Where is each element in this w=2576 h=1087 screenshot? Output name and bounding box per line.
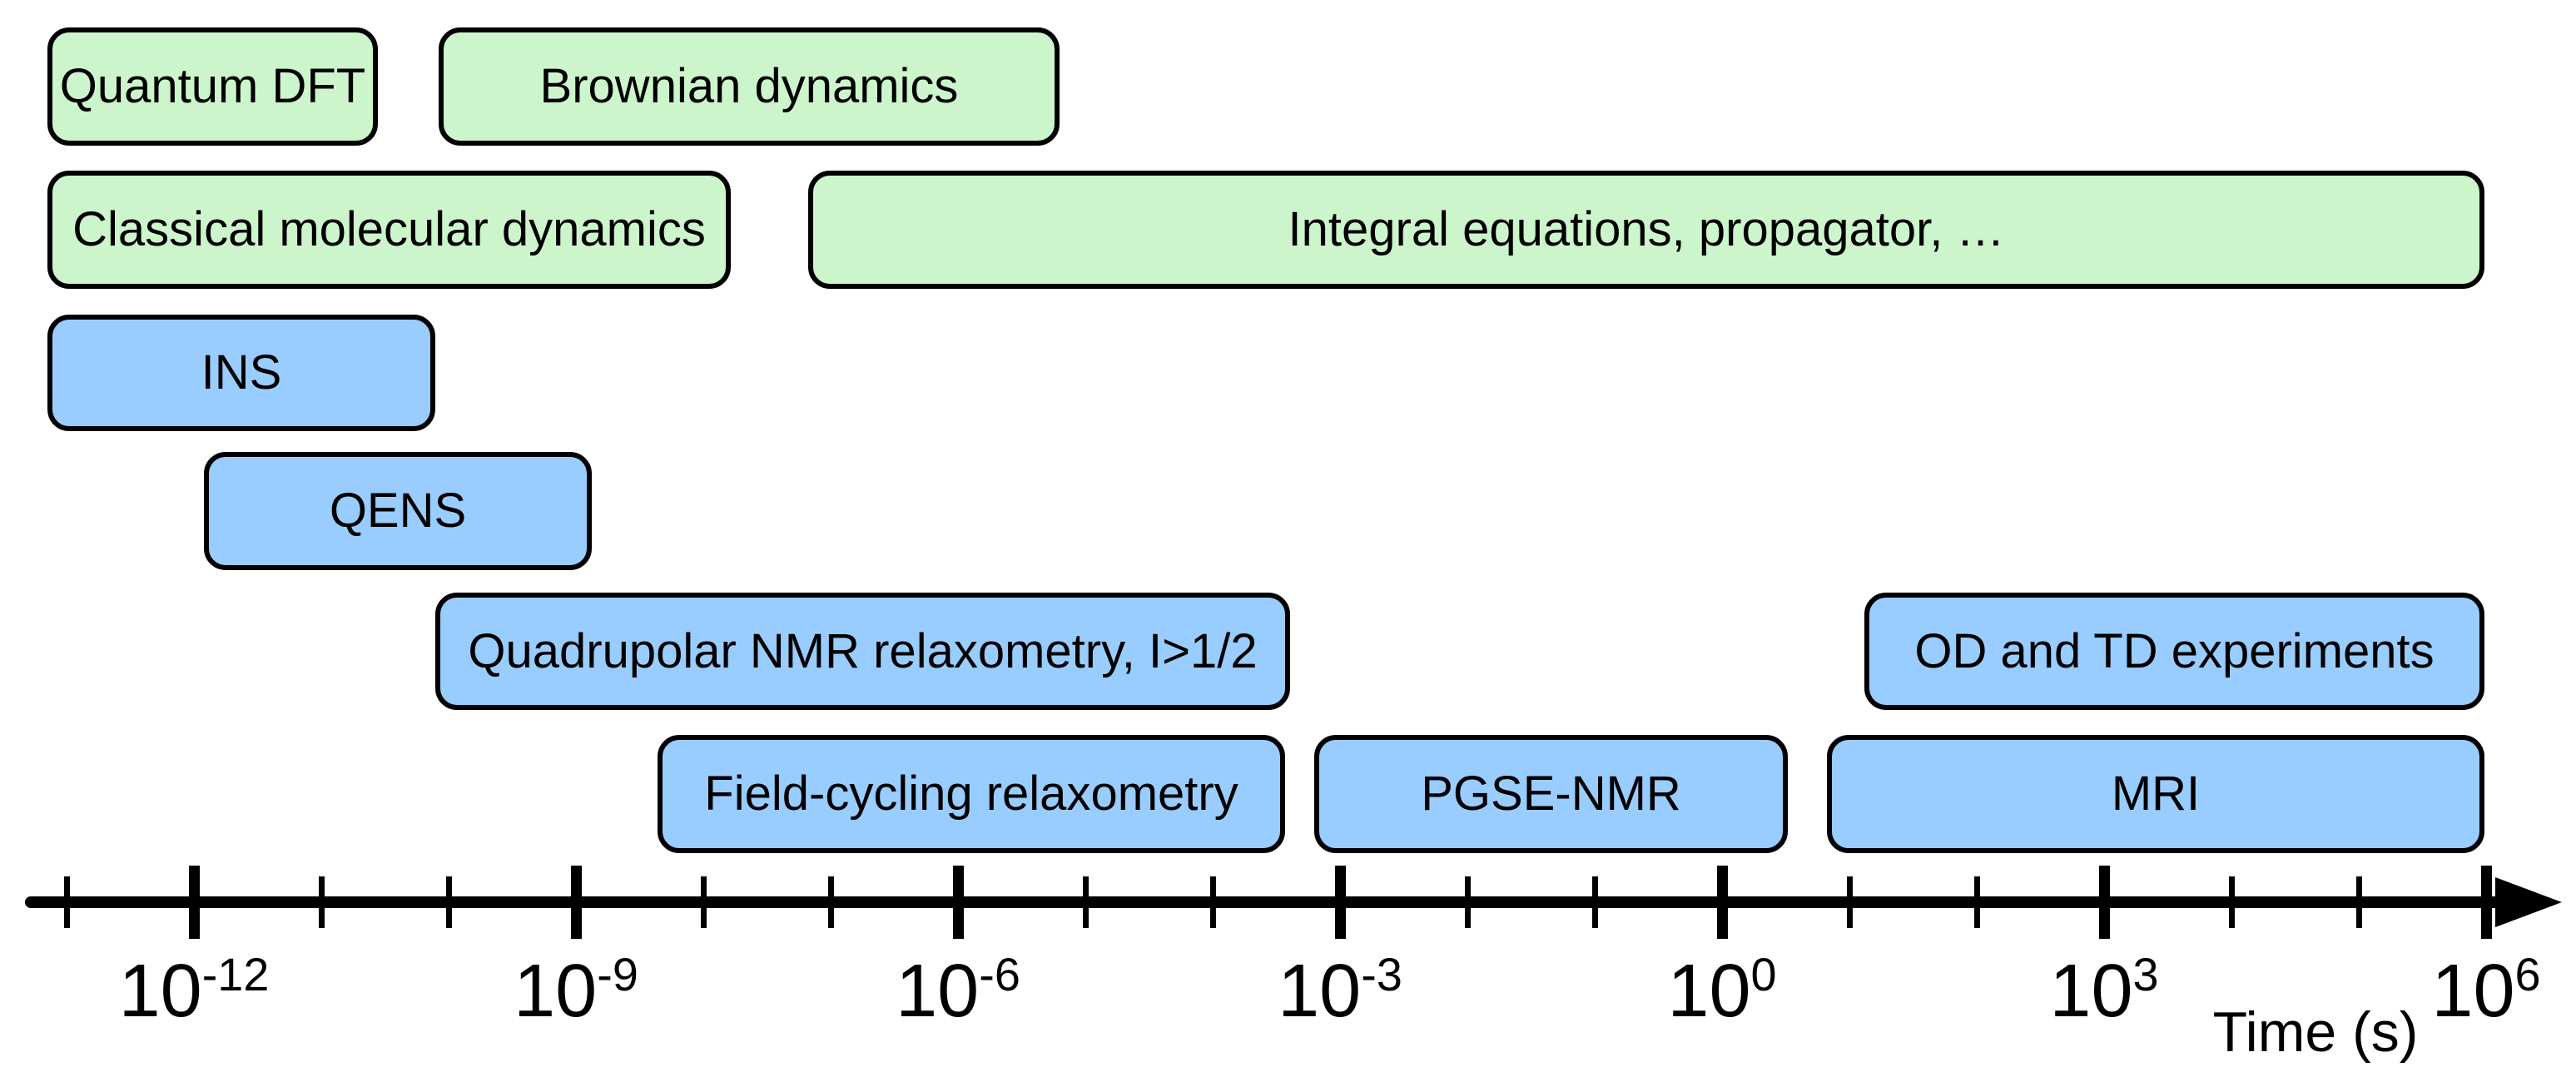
axis-major-tick [570,866,582,939]
axis-major-tick [2098,866,2110,939]
axis-tick-label: 106 [2431,948,2541,1033]
axis-major-tick [1334,866,1346,939]
axis-major-tick [1716,866,1728,939]
box-label: Classical molecular dynamics [72,202,706,256]
axis-major-tick [952,866,964,939]
box-label: Integral equations, propagator, … [1288,202,2005,256]
box-label: INS [201,345,282,400]
box-classical-md: Classical molecular dynamics [47,171,731,289]
axis-minor-tick [1464,876,1471,928]
axis-tick-label: 103 [2049,948,2159,1033]
box-quantum-dft: Quantum DFT [47,27,378,146]
axis-minor-tick [1082,876,1089,928]
box-pgse-nmr: PGSE-NMR [1314,735,1788,853]
axis-minor-tick [1846,876,1853,928]
axis-tick-label: 100 [1667,948,1777,1033]
axis-minor-tick [2355,876,2362,928]
axis-minor-tick [1973,876,1980,928]
box-mri: MRI [1827,735,2484,853]
box-ins: INS [47,315,435,431]
axis-tick-label: 10-12 [118,948,270,1033]
axis-title: Time (s) [2212,1000,2419,1064]
axis-minor-tick [2228,876,2235,928]
axis-minor-tick [700,876,707,928]
box-integral-equations: Integral equations, propagator, … [808,171,2484,289]
axis-line [25,896,2514,908]
axis-minor-tick [63,876,70,928]
box-label: OD and TD experiments [1914,623,2435,678]
box-brownian-dynamics: Brownian dynamics [439,27,1060,146]
box-label: Field-cycling relaxometry [704,767,1238,821]
axis-arrowhead-icon [2495,877,2562,927]
axis-minor-tick [318,876,325,928]
axis-minor-tick [1209,876,1216,928]
box-label: Brownian dynamics [539,59,959,113]
box-label: QENS [329,484,467,538]
axis-minor-tick [445,876,452,928]
box-label: Quadrupolar NMR relaxometry, I>1/2 [468,623,1258,678]
box-qens: QENS [204,452,592,570]
axis-tick-label: 10-9 [514,948,638,1033]
box-quadrupolar-nmr: Quadrupolar NMR relaxometry, I>1/2 [435,593,1290,710]
axis-major-tick [2480,866,2492,939]
axis-minor-tick [827,876,834,928]
axis-tick-label: 10-3 [1278,948,1402,1033]
box-label: MRI [2111,767,2201,821]
axis-minor-tick [1591,876,1598,928]
box-label: Quantum DFT [59,59,366,113]
box-label: PGSE-NMR [1421,767,1681,821]
box-field-cycling: Field-cycling relaxometry [658,735,1285,853]
axis-major-tick [188,866,200,939]
axis-tick-label: 10-6 [896,948,1020,1033]
box-od-td-experiments: OD and TD experiments [1864,593,2484,710]
